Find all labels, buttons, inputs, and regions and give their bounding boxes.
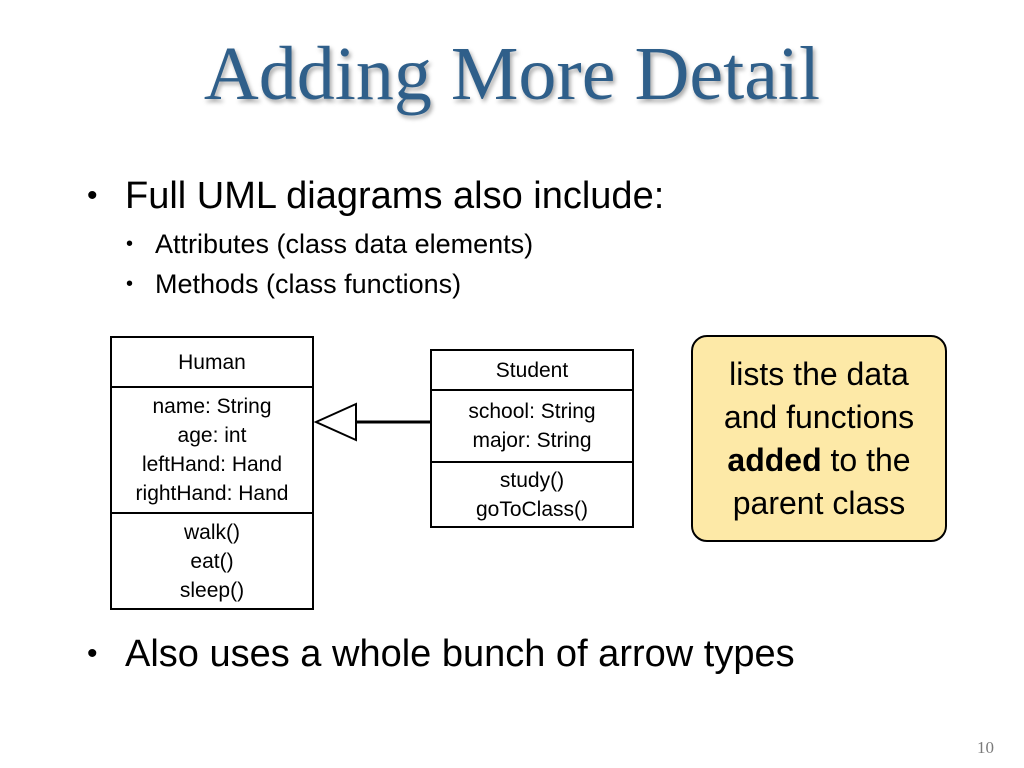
note-emphasis: added bbox=[727, 441, 822, 478]
bullet-text: Full UML diagrams also include: bbox=[125, 175, 665, 217]
attribute: name: String bbox=[152, 395, 272, 418]
attribute: rightHand: Hand bbox=[135, 482, 289, 505]
slide-title: Adding More Detail bbox=[203, 32, 821, 116]
class-name-section: Human bbox=[112, 338, 312, 386]
bullet-text: Also uses a whole bunch of arrow types bbox=[125, 633, 795, 675]
attribute: school: String bbox=[468, 400, 596, 423]
method: walk() bbox=[184, 520, 240, 544]
callout-note: lists the data and functions added to th… bbox=[691, 335, 947, 542]
hollow-triangle-arrowhead bbox=[313, 402, 357, 442]
methods-section: study() goToClass() bbox=[432, 461, 632, 526]
bullet-dot: • bbox=[87, 179, 98, 212]
uml-class-human: Human name: String age: int leftHand: Ha… bbox=[110, 336, 314, 610]
bullet-dot: • bbox=[126, 273, 134, 295]
attribute: leftHand: Hand bbox=[141, 453, 283, 476]
attributes-section: name: String age: int leftHand: Hand rig… bbox=[112, 386, 312, 512]
class-name: Student bbox=[495, 358, 569, 382]
methods-section: walk() eat() sleep() bbox=[112, 512, 312, 608]
note-line: and functions bbox=[723, 398, 915, 435]
attribute: age: int bbox=[177, 424, 247, 447]
note-line: added to the bbox=[693, 439, 945, 482]
class-name: Human bbox=[178, 350, 246, 374]
page-number: 10 bbox=[977, 738, 994, 757]
bullet-text: Attributes (class data elements) bbox=[155, 229, 534, 259]
method: sleep() bbox=[179, 578, 245, 602]
attribute: major: String bbox=[472, 429, 592, 452]
method: study() bbox=[499, 468, 565, 492]
bullet-dot: • bbox=[126, 233, 134, 255]
inheritance-arrow bbox=[313, 402, 430, 442]
bullet-dot: • bbox=[87, 637, 98, 670]
method: eat() bbox=[190, 549, 234, 573]
uml-class-student: Student school: String major: String stu… bbox=[430, 349, 634, 528]
attributes-section: school: String major: String bbox=[432, 389, 632, 461]
class-name-section: Student bbox=[432, 351, 632, 389]
note-line: lists the data bbox=[729, 355, 909, 392]
note-text: to the bbox=[821, 441, 911, 478]
method: goToClass() bbox=[475, 497, 589, 521]
bullet-text: Methods (class functions) bbox=[155, 269, 462, 299]
note-line: parent class bbox=[732, 484, 906, 521]
